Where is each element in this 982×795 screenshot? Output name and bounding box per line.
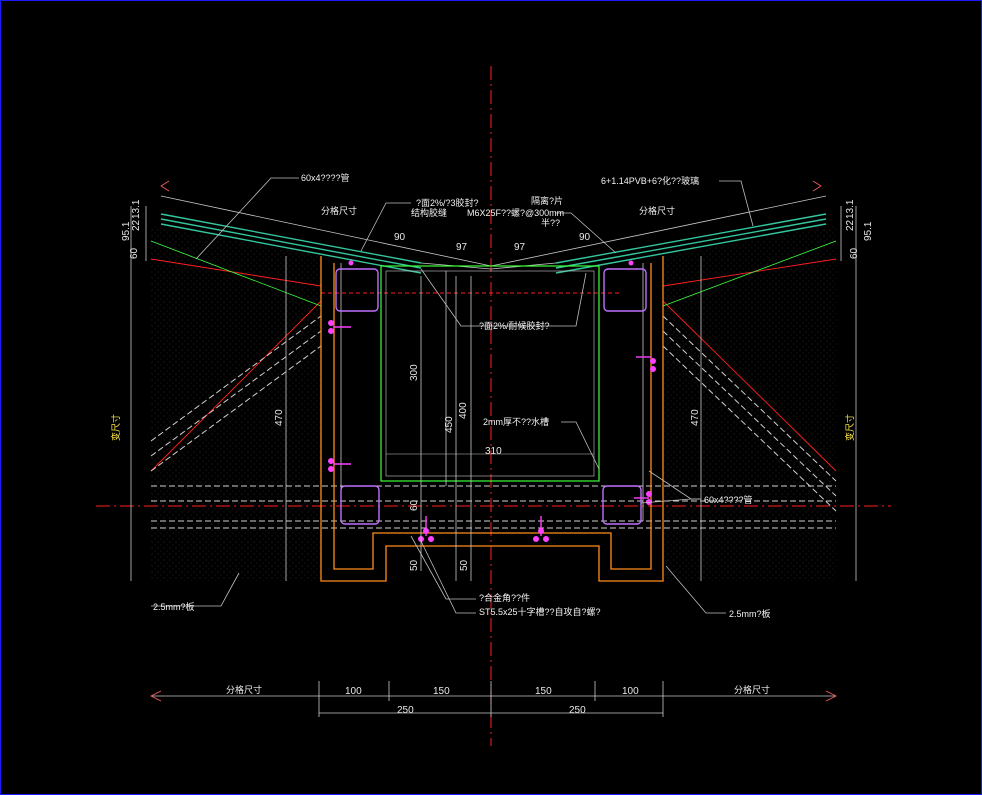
diagonal-brace-dashed (150, 315, 837, 529)
left-glass-panel (160, 213, 422, 274)
left-insulation-hatch (151, 226, 321, 581)
label-right-pipe: 60x4????管 (704, 494, 753, 505)
dim-bottom-150-left: 150 (433, 686, 450, 697)
dim-top-97-left: 97 (456, 242, 468, 253)
bottom-dimensions (150, 180, 837, 717)
label-left-plate: 2.5mm?板 (153, 601, 195, 612)
dim-v-400: 400 (458, 402, 469, 419)
label-left-side-vertical: 变尺寸 (110, 414, 121, 441)
purple-hollow-sections (335, 268, 647, 525)
dim-left-60: 60 (129, 247, 140, 259)
dim-top-90-right: 90 (579, 232, 591, 243)
dim-v-450: 450 (444, 416, 455, 433)
dim-right-13-1: 13.1 (845, 199, 856, 219)
dim-v-60: 60 (409, 499, 420, 511)
dim-right-470: 470 (690, 409, 701, 426)
label-bottom-left-span: 分格尺寸 (226, 684, 262, 695)
label-top-right-glass: 6+1.14PVB+6?化??玻璃 (601, 175, 699, 186)
dim-bottom-100-right: 100 (622, 686, 639, 697)
steel-frame (320, 256, 664, 582)
dim-v-50-right: 50 (459, 559, 470, 571)
dim-bottom-150-right: 150 (535, 686, 552, 697)
label-right-side-vertical: 变尺寸 (844, 414, 855, 441)
label-gutter-plate: 2mm厚不??水槽 (483, 416, 549, 427)
dim-bottom-250-left: 250 (397, 705, 414, 716)
dim-left-470: 470 (274, 409, 285, 426)
dim-bottom-250-right: 250 (569, 705, 586, 716)
leader-lines (151, 177, 754, 614)
dim-v-300: 300 (409, 364, 420, 381)
magenta-fasteners (328, 260, 656, 542)
dim-bottom-100-left: 100 (345, 686, 362, 697)
label-top-left-pipe: 60x4????管 (301, 172, 350, 183)
label-bottom-right-span: 分格尺寸 (734, 684, 770, 695)
green-slope-lines (150, 240, 837, 307)
right-glass-panel (555, 213, 827, 274)
label-mid-slope: ?面2%/耐候胶封? (479, 320, 550, 331)
right-insulation-hatch (663, 226, 836, 581)
support-lines (340, 263, 644, 521)
label-bottom-note-2: ST5.5x25十字槽??自攻自?螺? (479, 606, 601, 617)
label-center-top-1: ?面2%/?3胶封? (416, 197, 479, 208)
magenta-bolt-lines (334, 326, 651, 536)
label-right-plate: 2.5mm?板 (729, 608, 771, 619)
label-slope-left: 分格尺寸 (321, 205, 357, 216)
label-slope-right: 分格尺寸 (639, 205, 675, 216)
label-center-small-left: 结构胶缝 (411, 207, 447, 218)
label-center-top-3: 半?? (541, 217, 560, 228)
dim-left-22: 22 (131, 219, 142, 231)
dim-right-95-1: 95.1 (863, 221, 874, 241)
side-dimensions (130, 206, 857, 581)
label-center-small-right: 隔离?片 (531, 195, 563, 206)
dim-v-50-left: 50 (409, 559, 420, 571)
label-center-top-2: M6X25F??螺?@300mm (467, 208, 564, 218)
dim-h-310: 310 (485, 446, 502, 457)
dim-right-60: 60 (849, 247, 860, 259)
dim-right-22: 22 (845, 219, 856, 231)
dim-left-95-1: 95.1 (121, 221, 132, 241)
dim-top-90-left: 90 (394, 232, 406, 243)
label-bottom-note-1: ?合金角??件 (479, 592, 530, 603)
dim-left-13-1: 13.1 (131, 199, 142, 219)
dim-top-97-right: 97 (514, 242, 526, 253)
